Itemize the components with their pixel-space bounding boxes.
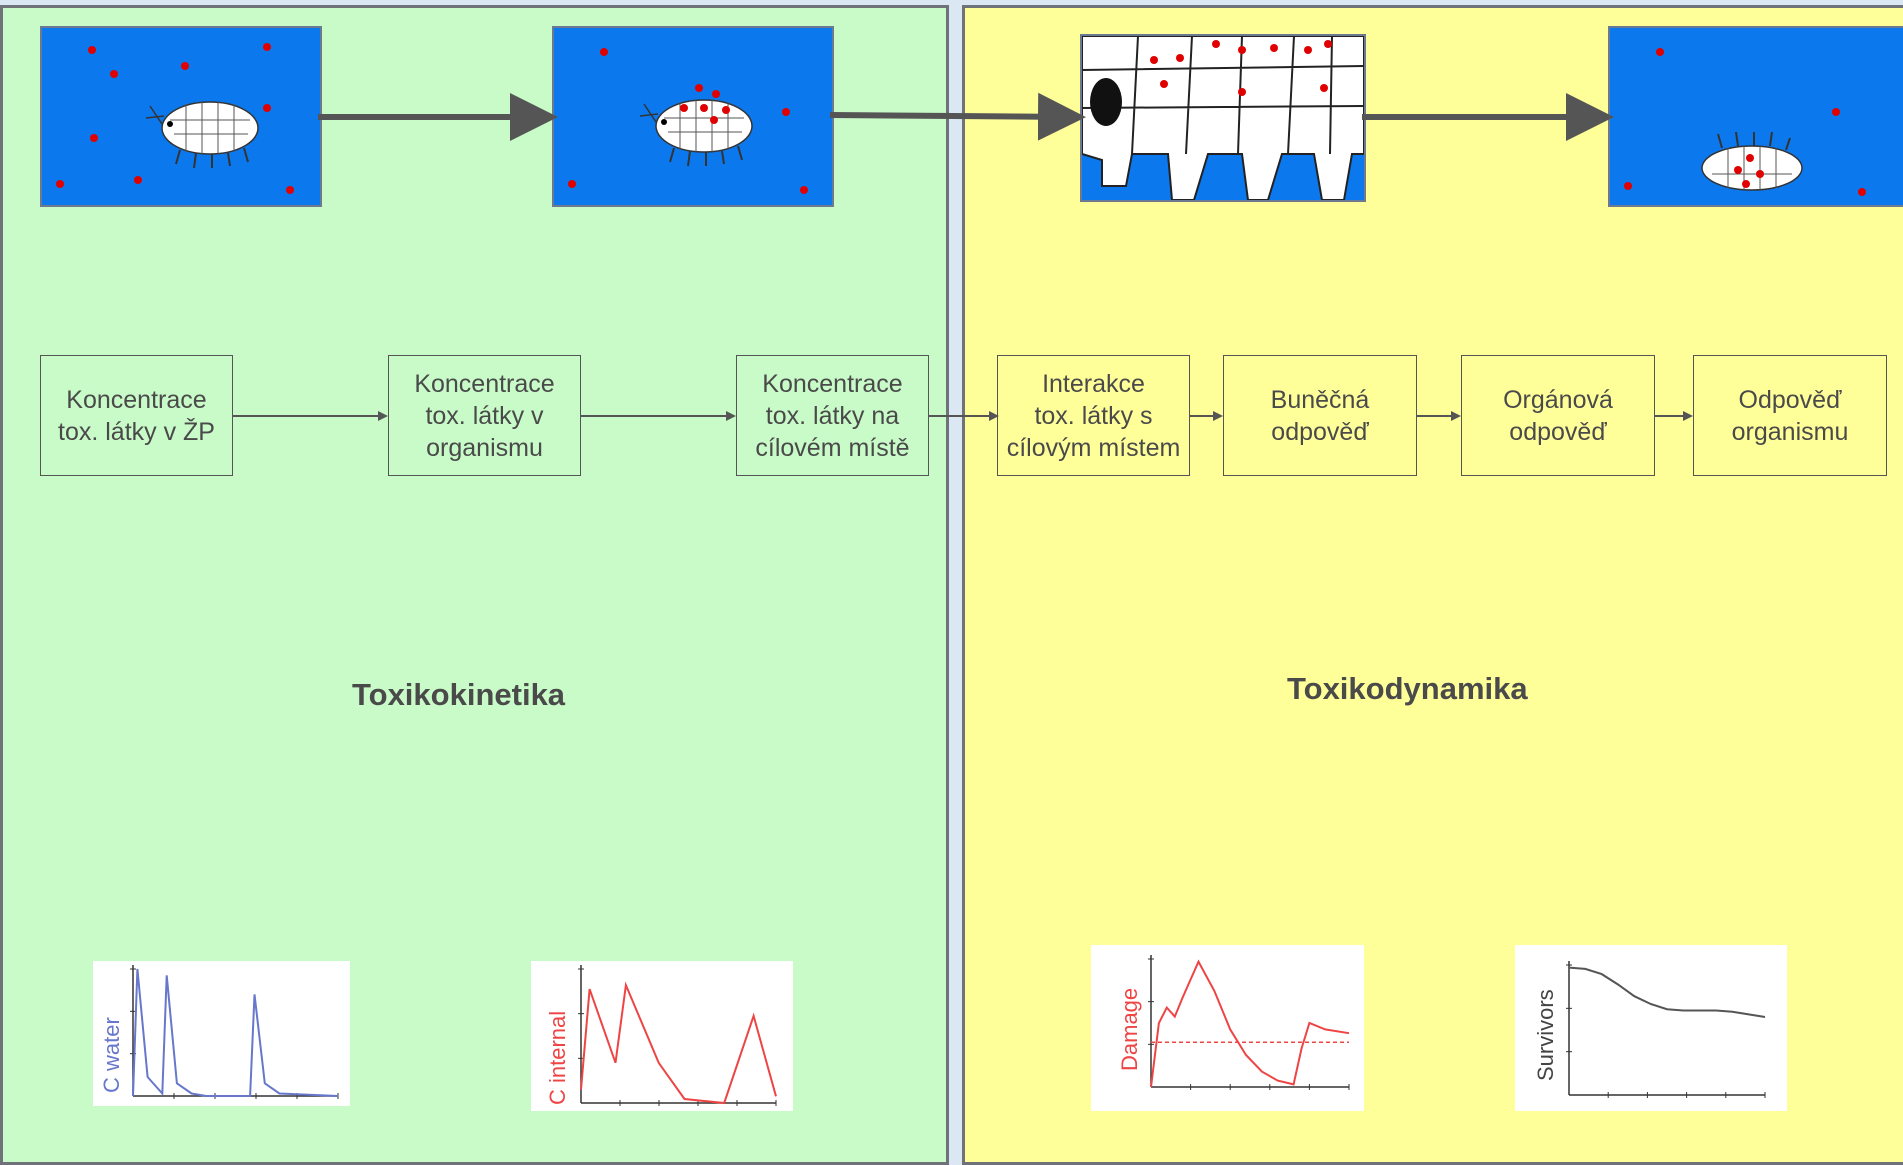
- chart-survivors-plot: [1566, 961, 1766, 1098]
- scene-internal-uptake: [552, 26, 834, 207]
- amphipod-illustration: [56, 43, 294, 194]
- amphipod-illustration: [568, 48, 808, 194]
- chart-c-water-plot: [130, 965, 339, 1099]
- series-line: [1150, 959, 1350, 1088]
- chart-c-internal-ylabel: C internal: [545, 1010, 570, 1105]
- chart-c-internal-plot: [578, 965, 777, 1106]
- toxicokinetics-title: Toxikokinetika: [352, 677, 566, 712]
- dead-amphipod-illustration: [1624, 48, 1866, 196]
- series-line: [1568, 966, 1766, 1018]
- chart-survivors-ylabel: Survivors: [1533, 989, 1558, 1081]
- chart-c-water-ylabel: C water: [99, 1017, 124, 1093]
- series-line: [132, 968, 339, 1097]
- chart-c-internal: C internal: [531, 961, 793, 1111]
- scene-water-exposure: [40, 26, 322, 207]
- series-line: [580, 981, 777, 1105]
- toxicodynamics-title: Toxikodynamika: [1287, 671, 1528, 706]
- step-box-target-concentration: Koncentrace tox. látky na cílovém místě: [736, 355, 929, 476]
- scene-target-site: [1080, 34, 1366, 202]
- step-box-organism-concentration: Koncentrace tox. látky v organismu: [388, 355, 581, 476]
- scene-organism-response: [1608, 26, 1903, 207]
- step-box-target-interaction: Interakce tox. látky s cílovým místem: [997, 355, 1190, 476]
- chart-survivors: Survivors: [1515, 945, 1787, 1111]
- chart-damage-ylabel: Damage: [1117, 987, 1142, 1071]
- step-box-environment-concentration: Koncentrace tox. látky v ŽP: [40, 355, 233, 476]
- chart-c-water: C water: [93, 961, 350, 1106]
- step-box-organism-response: Odpověď organismu: [1693, 355, 1887, 476]
- chart-damage-plot: [1148, 955, 1350, 1090]
- chart-damage: Damage: [1091, 945, 1364, 1111]
- step-box-organ-response: Orgánová odpověď: [1461, 355, 1655, 476]
- amphipod-closeup-illustration: [1082, 36, 1364, 200]
- step-box-cellular-response: Buněčná odpověď: [1223, 355, 1417, 476]
